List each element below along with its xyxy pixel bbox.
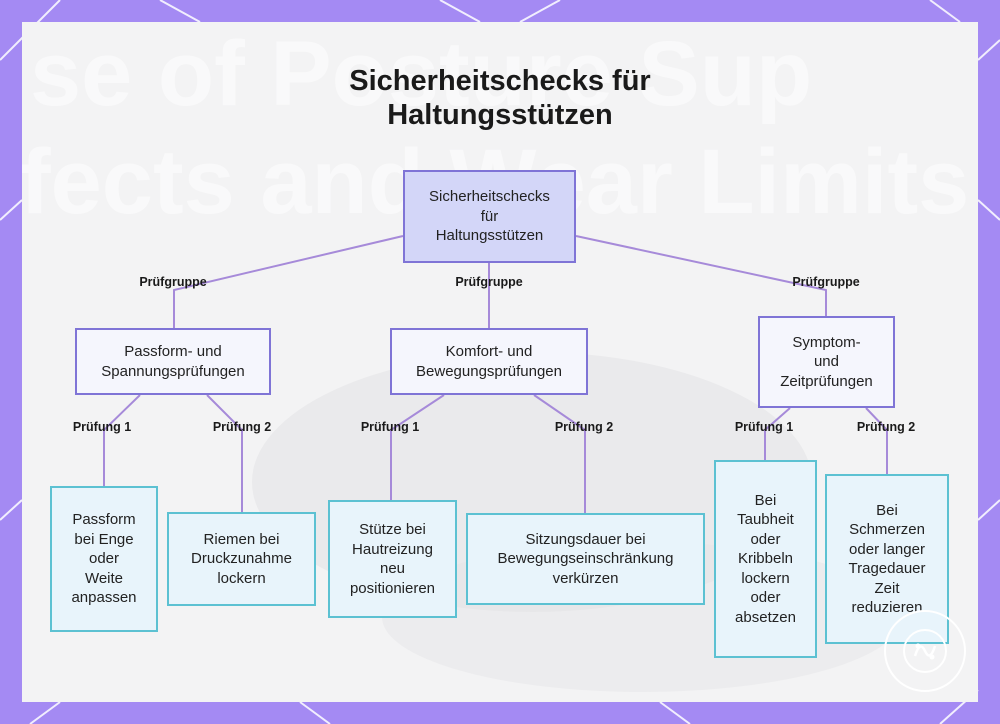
edge-label-check-2: Prüfung 2 xyxy=(554,420,614,434)
edge-label-check-1: Prüfung 1 xyxy=(734,420,794,434)
edge-label-group-2: Prüfgruppe xyxy=(455,275,523,289)
edge-label-check-1: Prüfung 1 xyxy=(360,420,420,434)
edge-group-1-leaf-2 xyxy=(206,394,243,512)
edge-label-group-1: Prüfgruppe xyxy=(139,275,207,289)
edge-label-check-2: Prüfung 2 xyxy=(856,420,916,434)
diagram-title: Sicherheitschecks für Haltungsstützen xyxy=(349,65,651,131)
watermark-logo-icon xyxy=(884,610,966,692)
edge-group-3-leaf-5 xyxy=(764,407,791,460)
edge-label-check-2: Prüfung 2 xyxy=(212,420,272,434)
edge-root-group-3 xyxy=(575,235,827,316)
root-node: Sicherheitschecks für Haltungsstützen xyxy=(403,170,576,263)
edge-group-1-leaf-1 xyxy=(103,394,141,486)
edge-root-group-1 xyxy=(173,235,404,328)
edge-group-2-leaf-3 xyxy=(390,394,445,500)
edge-group-2-leaf-4 xyxy=(533,394,586,513)
edge-label-check-1: Prüfung 1 xyxy=(72,420,132,434)
edge-group-3-leaf-6 xyxy=(865,407,888,474)
edge-label-group-3: Prüfgruppe xyxy=(792,275,860,289)
background-text-1: se of Posture Sup xyxy=(30,23,813,125)
